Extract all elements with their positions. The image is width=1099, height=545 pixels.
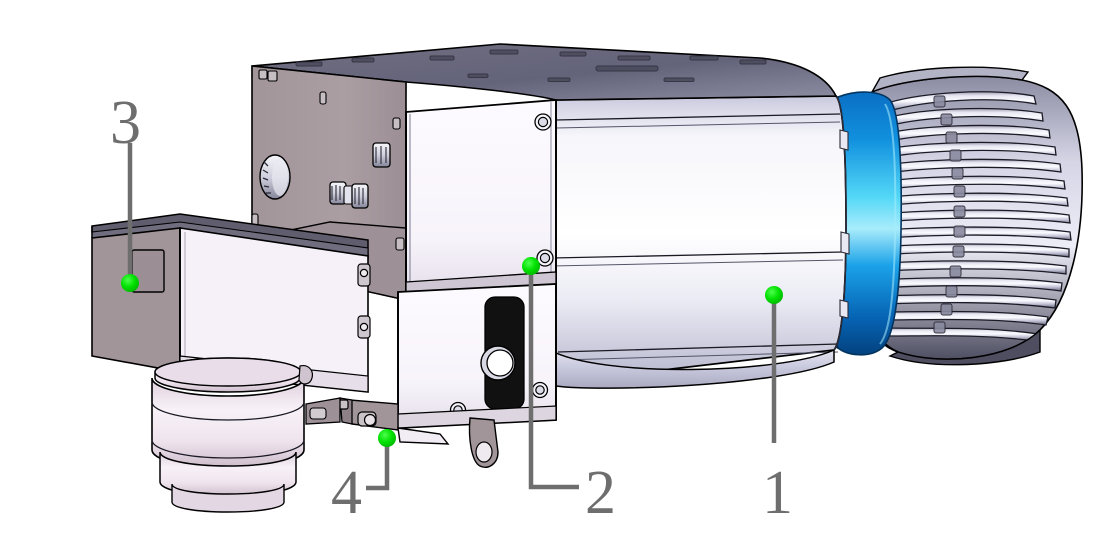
callout-number-3: 3 (110, 89, 141, 157)
finned-cooling-barrel (855, 66, 1083, 366)
cable-gland-pair (329, 181, 369, 209)
marker-dot-1 (765, 286, 783, 304)
callout-number-2: 2 (585, 459, 616, 527)
box-screw-bottom (536, 249, 554, 267)
marker-dot-4 (378, 429, 396, 447)
lower-enclosure (397, 283, 557, 429)
leader-line-4 (366, 438, 390, 491)
callout-markers (121, 257, 783, 447)
callout-leaders (127, 143, 777, 491)
cable-gland-upper (372, 142, 391, 168)
leader-line-2 (528, 266, 579, 490)
lens-barrel (151, 357, 313, 513)
mounting-bracket (305, 397, 499, 468)
callout-number-1: 1 (762, 459, 793, 527)
marker-dot-3 (121, 274, 139, 292)
cable-gland-large (259, 154, 291, 200)
main-cylinder-body (549, 86, 850, 389)
camera-module (91, 213, 371, 393)
marker-dot-2 (522, 257, 540, 275)
box-screw-top (534, 113, 552, 131)
callout-number-4: 4 (331, 459, 362, 527)
enclosure-screw-right (531, 381, 549, 399)
adjuster-knob[interactable] (480, 345, 516, 381)
